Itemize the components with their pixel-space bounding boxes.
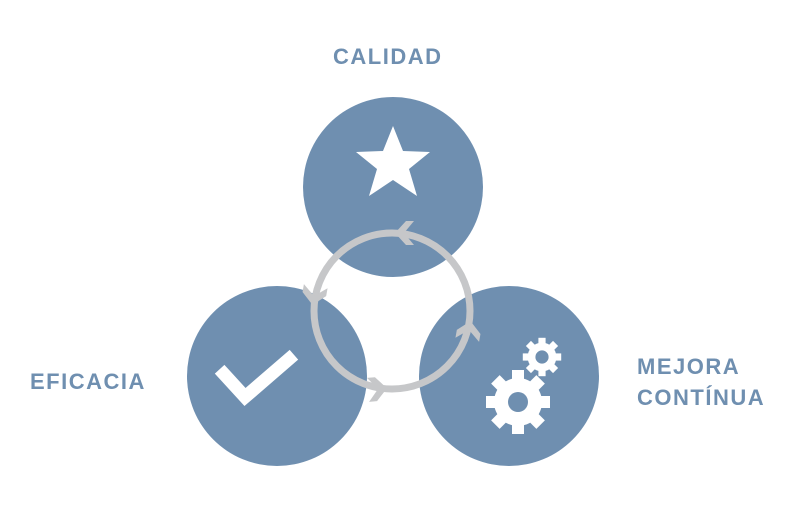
checkmark-icon xyxy=(214,349,299,407)
mejora-circle xyxy=(419,286,599,466)
large-gear-icon xyxy=(486,370,550,434)
label-mejora: MEJORA xyxy=(637,354,741,379)
arrow-left-icon xyxy=(395,221,414,245)
calidad-circle xyxy=(303,97,483,277)
label-continua: CONTÍNUA xyxy=(637,385,766,410)
label-calidad: CALIDAD xyxy=(333,44,443,69)
arrow-up-icon xyxy=(455,321,481,342)
cycle-ring xyxy=(310,229,474,393)
arrow-down-icon xyxy=(302,284,328,305)
small-gear-icon xyxy=(522,337,562,377)
label-eficacia: EFICACIA xyxy=(30,369,146,394)
star-icon xyxy=(356,126,430,196)
arrow-right-icon xyxy=(366,377,387,402)
